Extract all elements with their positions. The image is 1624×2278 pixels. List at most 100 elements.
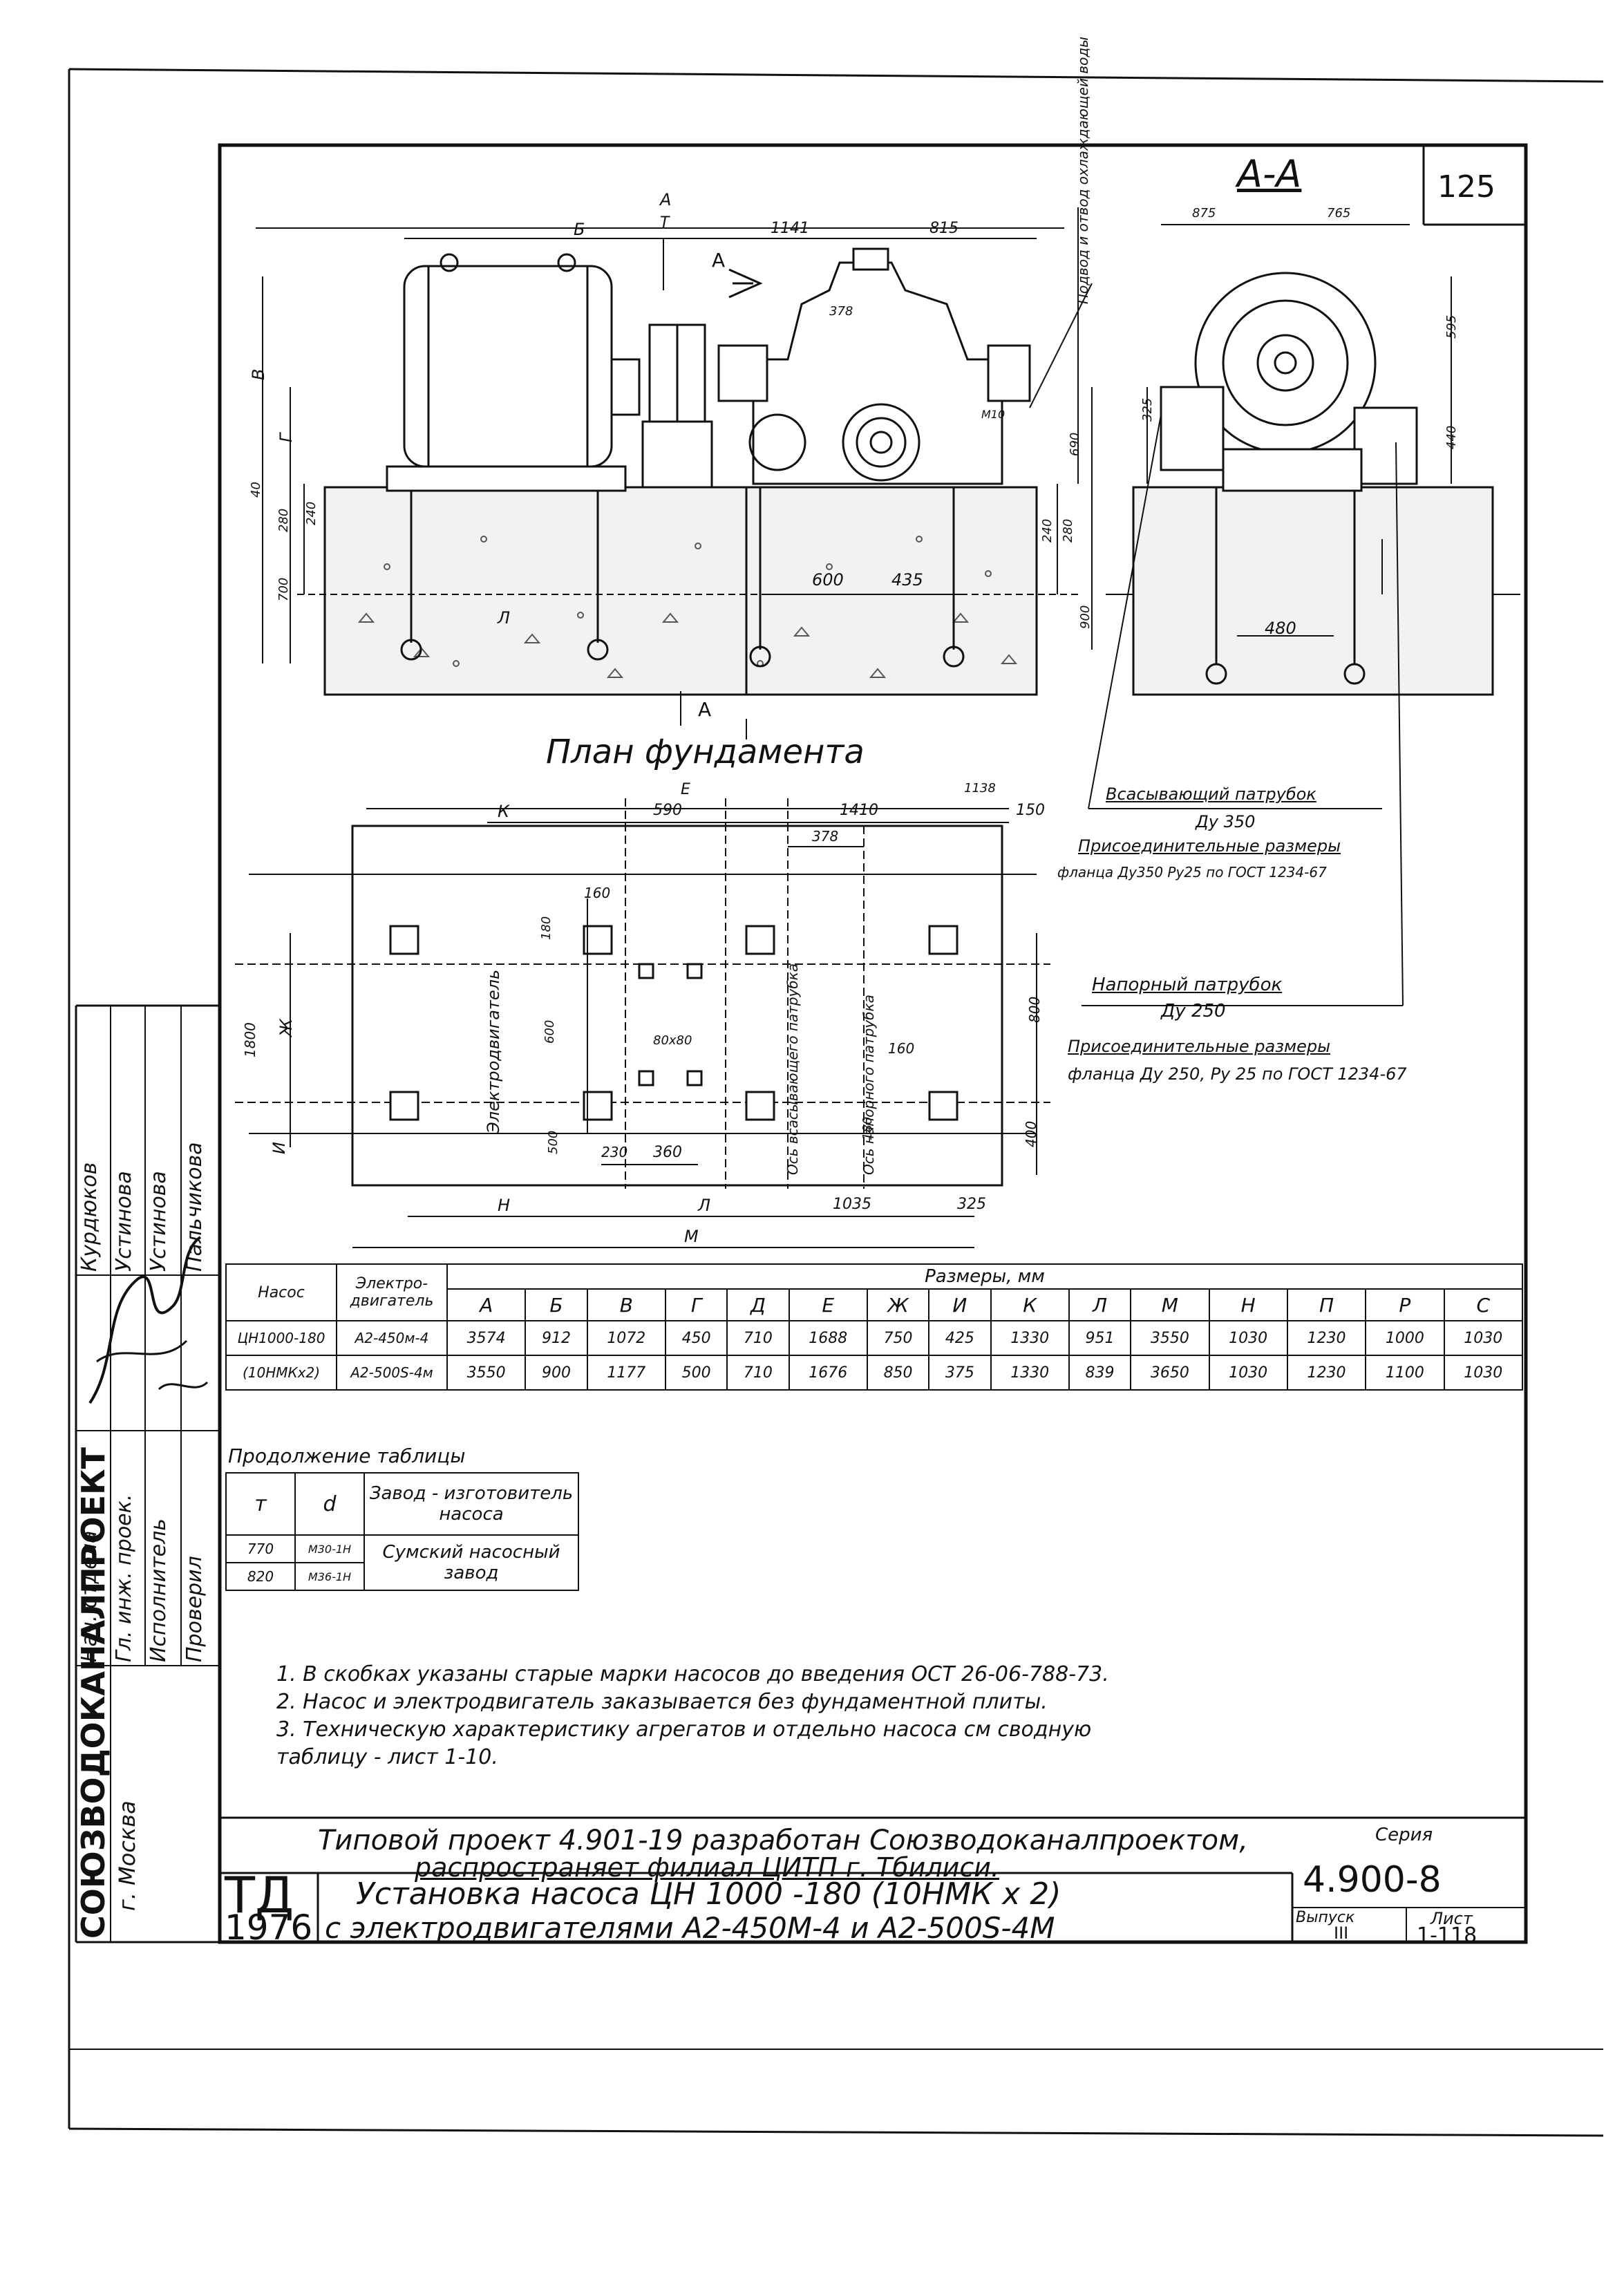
foundation-motor	[323, 486, 748, 696]
plan-discharge-axis: Ось напорного патрубка	[860, 995, 877, 1175]
note-3b: таблицу - лист 1-10.	[276, 1745, 498, 1769]
dim-T: Т	[660, 214, 670, 232]
table-cell: 839	[1068, 1355, 1132, 1391]
dim-595: 595	[1444, 314, 1459, 339]
plan-dim-400: 400	[1023, 1120, 1039, 1147]
table-cell: 1030	[1443, 1355, 1524, 1391]
plan-title: План фундамента	[546, 733, 865, 771]
discharge-conn: Присоединительные размеры	[1068, 1037, 1331, 1056]
note-1: 1. В скобках указаны старые марки насосо…	[276, 1662, 1109, 1686]
dim-G: Г	[276, 433, 296, 442]
th-pump: Насос	[225, 1263, 337, 1321]
th-V: В	[586, 1288, 666, 1321]
th-M: М	[1130, 1288, 1210, 1321]
table-cell: М30-1Н	[294, 1534, 365, 1563]
table-cell: 1330	[990, 1320, 1070, 1356]
plan-dim-378: 378	[812, 828, 839, 845]
th-K: К	[990, 1288, 1070, 1321]
table-cell: А2-500S-4м	[336, 1355, 448, 1391]
motor-body	[403, 265, 613, 468]
plan-dim-230: 230	[601, 1144, 628, 1160]
plan-dim-I: И	[270, 1142, 289, 1154]
plan-dim-1800: 1800	[242, 1022, 258, 1057]
table-cell: 1000	[1365, 1320, 1445, 1356]
table-cell: 1030	[1208, 1320, 1288, 1356]
dim-900: 900	[1078, 605, 1093, 629]
discharge-flange: фланца Ду 250, Ру 25 по ГОСТ 1234-67	[1068, 1064, 1407, 1084]
dim-A: А	[660, 190, 672, 209]
table-cell: 450	[664, 1320, 728, 1356]
plan-dim-E: Е	[681, 781, 690, 798]
table-cell: 900	[525, 1355, 588, 1391]
th-plant: Завод - изготовитель насоса	[363, 1472, 579, 1536]
table-row: 770 М30-1Н Сумский насосный завод	[225, 1534, 579, 1591]
table-cell: 425	[928, 1320, 992, 1356]
th-d: d	[294, 1472, 365, 1536]
discharge-title: Напорный патрубок	[1092, 975, 1283, 995]
dim-700: 700	[276, 577, 291, 601]
project-line-2: распространяет филиал ЦИТП г. Тбилиси.	[415, 1852, 999, 1883]
dim-600: 600	[812, 570, 844, 590]
callout-leaders	[1029, 283, 1404, 1006]
dim-M10: М10	[981, 408, 1005, 421]
th-A: А	[446, 1288, 527, 1321]
project-line-1: Типовой проект 4.901-19 разработан Союзв…	[318, 1825, 1248, 1856]
plan-dim-1035: 1035	[833, 1196, 871, 1213]
dim-1141: 1141	[771, 220, 809, 237]
th-G: Г	[664, 1288, 728, 1321]
dim-V: В	[249, 368, 268, 380]
table-row: 820 М36-1Н	[225, 1562, 578, 1591]
section-mark-top: А	[712, 249, 726, 272]
plan-dim-325: 325	[957, 1196, 986, 1213]
th-S: С	[1443, 1288, 1524, 1321]
th-B: Б	[525, 1288, 588, 1321]
table-cell: 1676	[788, 1355, 868, 1391]
th-E: Е	[788, 1288, 868, 1321]
dim-280: 280	[276, 508, 291, 532]
th-P: П	[1286, 1288, 1367, 1321]
td-mark: ТД	[225, 1866, 294, 1924]
table-cell: ЦН1000-180	[225, 1320, 337, 1356]
plan-dim-800: 800	[1026, 996, 1043, 1023]
plan-motor-axis: Электродвигатель	[484, 969, 503, 1133]
table-cell: 850	[866, 1355, 930, 1391]
plan-dim-500: 500	[546, 1130, 560, 1154]
plan-dim-590: 590	[653, 802, 682, 819]
issue-value: III	[1334, 1923, 1349, 1943]
dim-40: 40	[249, 482, 263, 498]
table-cell: 710	[726, 1320, 790, 1356]
plan-dim-150: 150	[1016, 802, 1045, 819]
stamp-role-1: Нач. отдела	[77, 1530, 102, 1662]
stamp-org: СОЮЗВОДОКАНАЛПРОЕКТ	[75, 1447, 112, 1939]
suction-size: Ду 350	[1196, 812, 1256, 831]
title-line-2: с электродвигателями А2-450М-4 и А2-500S…	[325, 1911, 1055, 1945]
th-N: Н	[1208, 1288, 1288, 1321]
title-line-1: Установка насоса ЦН 1000 -180 (10НМК х 2…	[356, 1876, 1061, 1912]
table-cell: 3650	[1130, 1355, 1210, 1391]
cont-table-wrap: т d Завод - изготовитель насоса 770 М30-…	[225, 1472, 579, 1591]
note-2: 2. Насос и электродвигатель заказывается…	[276, 1690, 1048, 1714]
th-t: т	[225, 1472, 296, 1536]
cont-table: т d Завод - изготовитель насоса 770 М30-…	[225, 1472, 579, 1591]
signature-marks	[88, 1236, 209, 1404]
table-cell: 1330	[990, 1355, 1070, 1391]
issue-label: Выпуск	[1296, 1909, 1355, 1926]
foundation-pump	[745, 486, 1038, 696]
dims-caption: Размеры, мм	[446, 1263, 1523, 1290]
th-motor: Электро-двигатель	[336, 1263, 448, 1321]
table-cell: 3574	[446, 1320, 527, 1356]
plan-dim-1410: 1410	[840, 802, 878, 819]
stamp-role-4: Проверил	[182, 1556, 207, 1662]
dim-435: 435	[891, 570, 923, 590]
table-cell: 750	[866, 1320, 930, 1356]
table-cell: 710	[726, 1355, 790, 1391]
dims-table-wrap: Насос Электро-двигатель Размеры, мм А Б …	[225, 1263, 1524, 1391]
table-cell: 1230	[1286, 1320, 1367, 1356]
cooling-water-note: Подвод и отвод охлаждающей воды	[1075, 37, 1091, 304]
plan-dim-80x80: 80х80	[653, 1033, 692, 1048]
plan-dim-160b: 160	[888, 1040, 915, 1057]
section-a-a-view	[1106, 224, 1520, 696]
stamp-city: г. Москва	[114, 1800, 140, 1911]
series-label: Серия	[1375, 1825, 1433, 1845]
